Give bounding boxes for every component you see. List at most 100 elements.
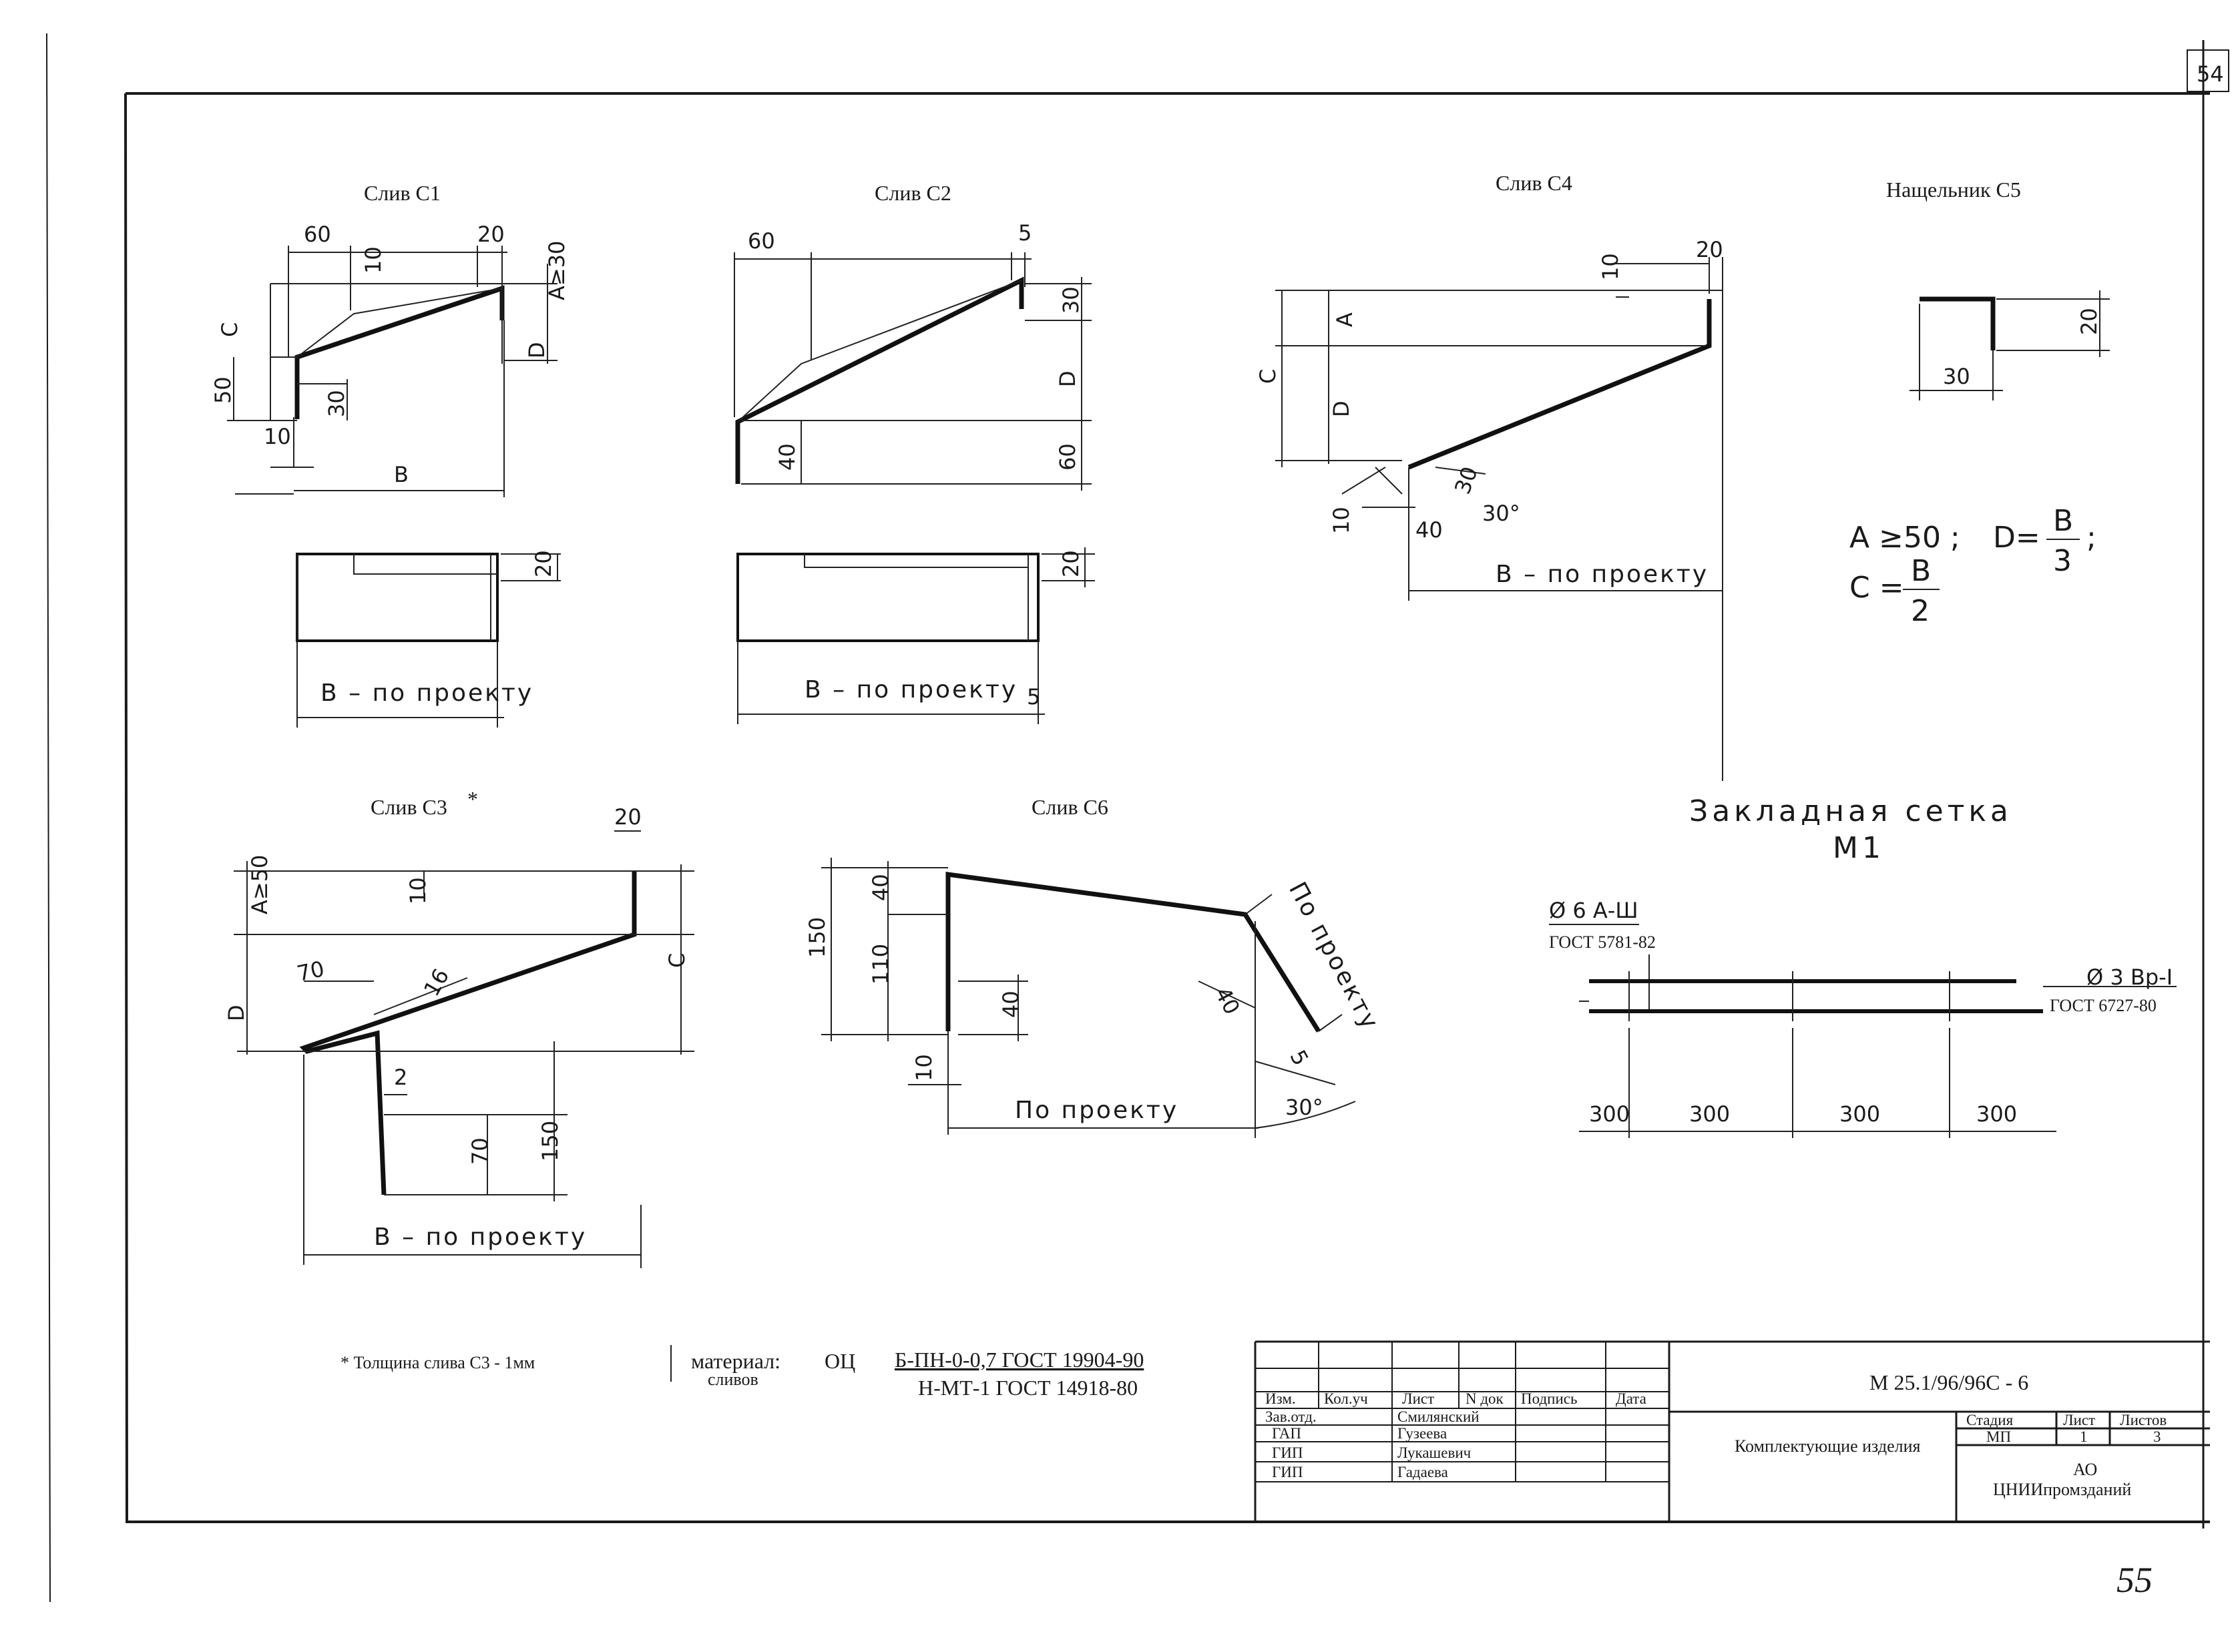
c2-plan-5: 5 <box>1027 684 1040 710</box>
drain-c1: Слив С1 60 10 20 А≥30 С D 50 30 10 В 20 … <box>210 181 570 728</box>
c6-dim-10: 10 <box>911 1054 937 1081</box>
c4-dim-a: А <box>1332 312 1357 327</box>
drain-c3: Слив С3 * 20 А≥50 10 С 70 16 D 2 150 70 … <box>224 787 694 1268</box>
c1-dim-b: В <box>394 462 409 487</box>
sheet-number-top: 54 <box>2197 61 2224 87</box>
c4-dim-30: 30 <box>1449 463 1483 497</box>
c6-dim-40: 40 <box>868 874 893 901</box>
title-block-grid <box>1255 1342 1669 1482</box>
c1-plan-inner <box>296 553 561 728</box>
c3-dim-2: 2 <box>394 1065 407 1090</box>
c4-b-label: В – по проекту <box>1496 561 1709 588</box>
tb-role-2: ГИП <box>1272 1444 1303 1461</box>
c6-po-proektu-slant: По проекту <box>1283 878 1384 1035</box>
mesh-rod1-gost: ГОСТ 5781-82 <box>1549 932 1656 952</box>
title-block: Изм. Кол.уч Лист N док Подпись Дата Зав.… <box>1254 1340 2210 1522</box>
c1-dim-lines <box>227 246 557 497</box>
tb-org-1: АО <box>2073 1460 2097 1479</box>
c4-dim-40: 40 <box>1415 517 1443 543</box>
c3-b-label: В – по проекту <box>374 1223 587 1251</box>
material-sub: сливов <box>708 1370 758 1389</box>
tb-doc-code: М 25.1/96/96С - 6 <box>1869 1370 2028 1394</box>
c2-plan-inner <box>737 547 1095 724</box>
c2-dim-60b: 60 <box>1055 443 1080 471</box>
dimension-formula: А ≥50 ; D= В 3 ; С = В 2 <box>1849 504 2096 628</box>
formula-c-left: С = <box>1849 571 1904 605</box>
formula-d-den: 3 <box>2053 544 2072 578</box>
c4-dim-20: 20 <box>1696 237 1723 262</box>
c2-dim-30: 30 <box>1058 286 1084 314</box>
material-code: ОЦ <box>825 1349 855 1373</box>
c1-dim-10: 10 <box>361 246 386 274</box>
c2-dim-d: D <box>1055 370 1080 387</box>
mesh-spacing-2: 300 <box>1689 1101 1730 1127</box>
tb-role-0: Зав.отд. <box>1265 1408 1317 1425</box>
tb-header-2: Лист <box>1402 1390 1434 1407</box>
c4-dim-d: D <box>1329 400 1354 417</box>
mesh-rod2: Ø 3 Вр-I <box>2086 965 2173 990</box>
c6-dim-40b: 40 <box>998 991 1024 1018</box>
tb-name-2: Лукашевич <box>1397 1444 1472 1461</box>
c1-dim-a: А≥30 <box>544 241 570 300</box>
c3-dim-c: С <box>664 953 690 968</box>
c6-dim-110: 110 <box>868 944 893 985</box>
c6-dim-angle: 30° <box>1285 1095 1323 1120</box>
flashing-c5: Нащельник С5 20 30 <box>1886 178 2110 400</box>
material-spec1: Б-ПН-0-0,7 ГОСТ 19904-90 <box>895 1348 1144 1372</box>
c1-dim-10b: 10 <box>264 424 291 449</box>
tb-description: Комплектующие изделия <box>1735 1436 1921 1456</box>
c3-dim-70: 70 <box>294 956 326 987</box>
c4-dim-10: 10 <box>1598 253 1623 280</box>
tb-name-1: Гузеева <box>1397 1425 1447 1442</box>
tb-stage-v1: 1 <box>2080 1428 2088 1445</box>
notes: * Толщина слива С3 - 1мм материал: сливо… <box>341 1345 1144 1400</box>
c1-plan-label: В – по проекту <box>320 679 533 707</box>
formula-c-num: В <box>1911 554 1931 588</box>
c1-dim-60: 60 <box>304 222 331 247</box>
c5-title: Нащельник С5 <box>1886 178 2021 202</box>
drain-c2: Слив С2 60 5 30 D 40 60 20 В – по проект… <box>734 181 1095 724</box>
c2-upper-edge <box>737 280 1022 423</box>
c1-plan-20: 20 <box>531 550 556 577</box>
tb-org-2: ЦНИИпромзданий <box>1993 1480 2131 1499</box>
c2-dim-40: 40 <box>774 443 800 471</box>
c3-dim-a: А≥50 <box>247 855 272 914</box>
c1-upper-edge <box>296 288 503 358</box>
mesh-dim-lines <box>1579 1028 2056 1138</box>
mesh-title: Закладная сетка <box>1689 794 2012 828</box>
c5-dim-20: 20 <box>2076 308 2102 335</box>
sheet-number-box <box>2187 49 2229 92</box>
mesh-cross-rods <box>1579 971 2177 1021</box>
c6-dim-150: 150 <box>805 917 830 958</box>
c1-dim-d: D <box>524 342 549 358</box>
tb-stage-v2: 3 <box>2153 1428 2161 1445</box>
mesh-spacing-4: 300 <box>1976 1101 2017 1127</box>
formula-d-left: D= <box>1993 521 2040 555</box>
formula-a: А ≥50 ; <box>1849 521 1960 555</box>
embedded-mesh-m1: Закладная сетка М1 Ø 6 А-Ш ГОСТ 5781-82 … <box>1549 794 2177 1138</box>
note-thickness: * Толщина слива С3 - 1мм <box>341 1353 535 1372</box>
material-spec2: Н-МТ-1 ГОСТ 14918-80 <box>918 1376 1138 1400</box>
c3-dim-20: 20 <box>614 804 642 830</box>
tb-stage-h2: Листов <box>2120 1412 2167 1428</box>
formula-d-num: В <box>2053 504 2073 538</box>
formula-semi: ; <box>2086 521 2096 555</box>
tb-header-3: N док <box>1466 1390 1504 1407</box>
c6-po-proektu: По проекту <box>1015 1097 1178 1124</box>
c2-title: Слив С2 <box>875 181 951 205</box>
tb-stage-h0: Стадия <box>1966 1412 2014 1428</box>
drain-c4: Слив С4 10 20 С А D 30 30° 10 40 В – по … <box>1255 171 1723 781</box>
formula-c-den: 2 <box>1911 594 1930 628</box>
c4-title: Слив С4 <box>1496 171 1572 195</box>
c1-dim-20: 20 <box>477 222 505 247</box>
c1-plan <box>296 553 499 642</box>
c3-title: Слив С3 <box>371 795 447 819</box>
tb-header-4: Подпись <box>1521 1390 1577 1407</box>
c3-star: * <box>467 787 478 811</box>
mesh-rod1: Ø 6 А-Ш <box>1549 898 1638 923</box>
tb-role-1: ГАП <box>1272 1425 1301 1442</box>
c2-profile <box>735 276 1024 484</box>
drawing-frame: 54 <box>46 33 2229 1603</box>
c5-profile <box>1920 296 1996 350</box>
